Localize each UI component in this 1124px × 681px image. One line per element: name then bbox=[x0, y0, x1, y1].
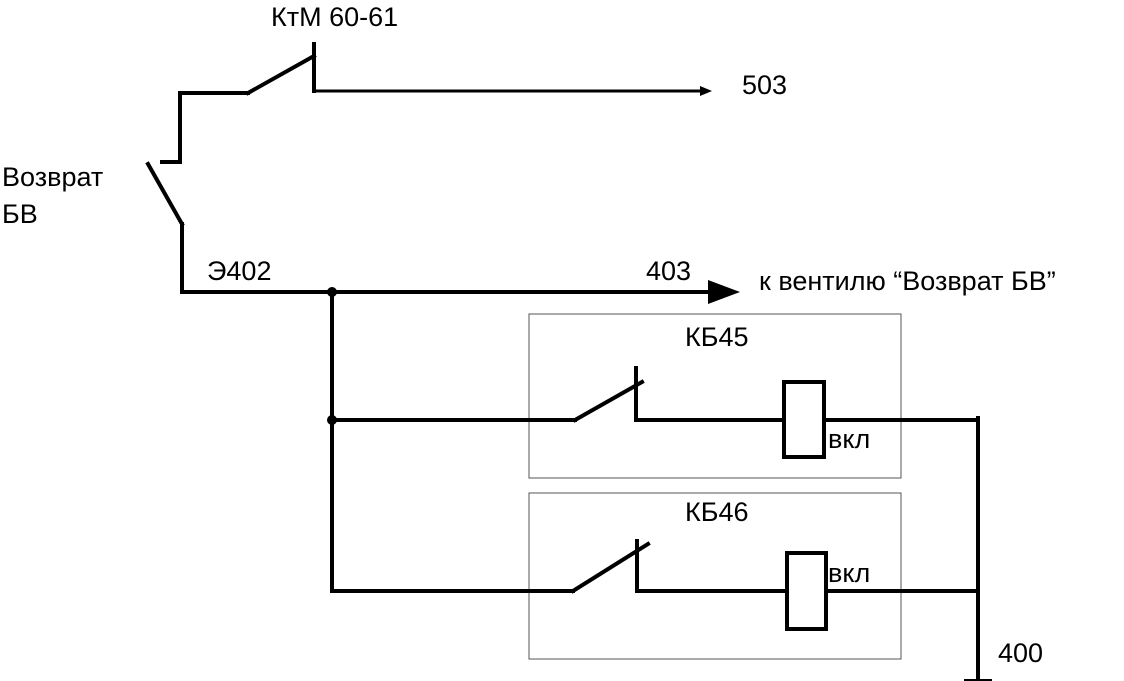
label-vkl-kb46: вкл bbox=[828, 558, 870, 588]
label-valve: к вентилю “Возврат БВ” bbox=[759, 266, 1056, 296]
kb46-box bbox=[528, 492, 902, 660]
kb45-coil bbox=[782, 380, 826, 459]
kb45-box bbox=[528, 313, 902, 479]
label-kb45: КБ45 bbox=[685, 322, 748, 352]
arrow-503-icon bbox=[700, 86, 712, 96]
kb45-block bbox=[330, 313, 980, 479]
wire-top-left bbox=[160, 91, 250, 164]
kb46-coil bbox=[785, 551, 828, 631]
bus-e402 bbox=[180, 280, 740, 593]
bus-400 bbox=[964, 416, 992, 681]
arrow-403-icon bbox=[708, 280, 740, 304]
label-403: 403 bbox=[646, 256, 691, 286]
kb46-block bbox=[330, 492, 980, 660]
return-switch bbox=[145, 91, 250, 294]
return-switch-blade bbox=[145, 161, 185, 227]
kb45-contact-blade bbox=[572, 379, 645, 423]
label-e402: Э402 bbox=[207, 256, 271, 286]
label-return-line1: Возврат bbox=[2, 162, 103, 192]
label-kb46: КБ46 bbox=[685, 497, 748, 527]
label-503: 503 bbox=[742, 70, 787, 100]
label-return-line2: БВ bbox=[2, 199, 38, 229]
label-vkl-kb45: вкл bbox=[828, 424, 870, 454]
label-ktm: КтМ 60-61 bbox=[271, 2, 398, 32]
ktm-blade bbox=[245, 53, 317, 96]
label-400: 400 bbox=[998, 638, 1043, 668]
ktm-contact bbox=[245, 42, 712, 96]
